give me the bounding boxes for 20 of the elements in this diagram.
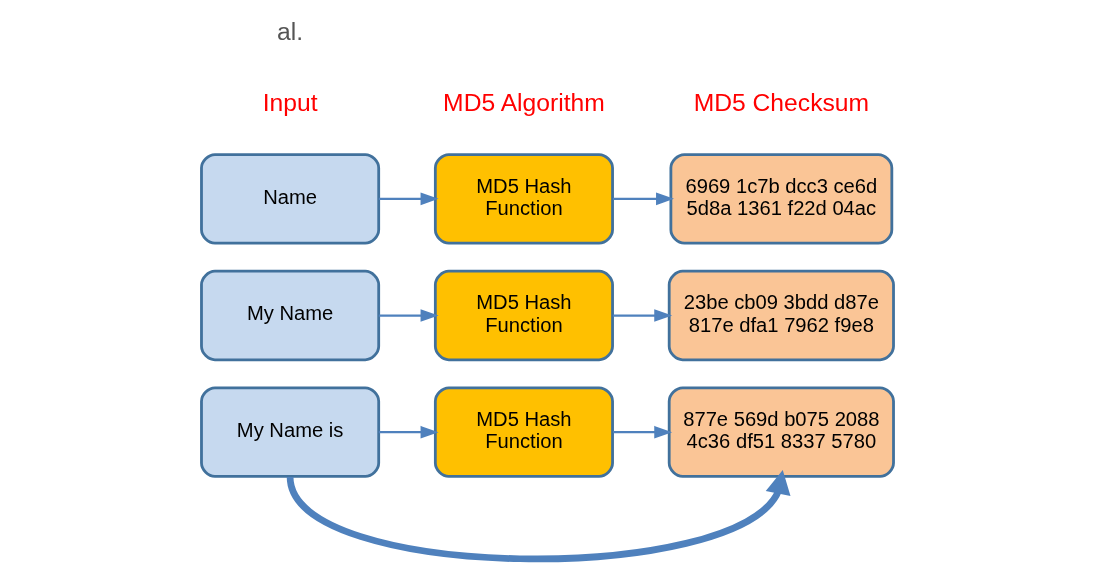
- arrow: [378, 425, 439, 439]
- node-box: Name: [200, 153, 381, 245]
- node-box: 6969 1c7b dcc3 ce6d 5d8a 1361 f22d 04ac: [669, 153, 894, 245]
- node-box: MD5 Hash Function: [433, 386, 614, 478]
- node-box: My Name is: [200, 386, 381, 478]
- arrow: [612, 425, 673, 439]
- node-box: 23be cb09 3bdd d87e 817e dfa1 7962 f9e8: [667, 269, 895, 362]
- label: Input: [262, 88, 318, 116]
- label: MD5 Checksum: [693, 88, 870, 116]
- node-box: My Name: [200, 269, 381, 362]
- label: al.: [277, 18, 304, 46]
- arrow: [378, 192, 439, 206]
- node-box: MD5 Hash Function: [433, 269, 614, 362]
- node-box: MD5 Hash Function: [433, 153, 614, 245]
- node-box: 877e 569d b075 2088 4c36 df51 8337 5780: [667, 386, 895, 478]
- label: MD5 Algorithm: [443, 88, 605, 116]
- arrow: [612, 309, 673, 322]
- arrow: [378, 309, 439, 322]
- arrow: [612, 192, 674, 206]
- arrow: [286, 469, 791, 563]
